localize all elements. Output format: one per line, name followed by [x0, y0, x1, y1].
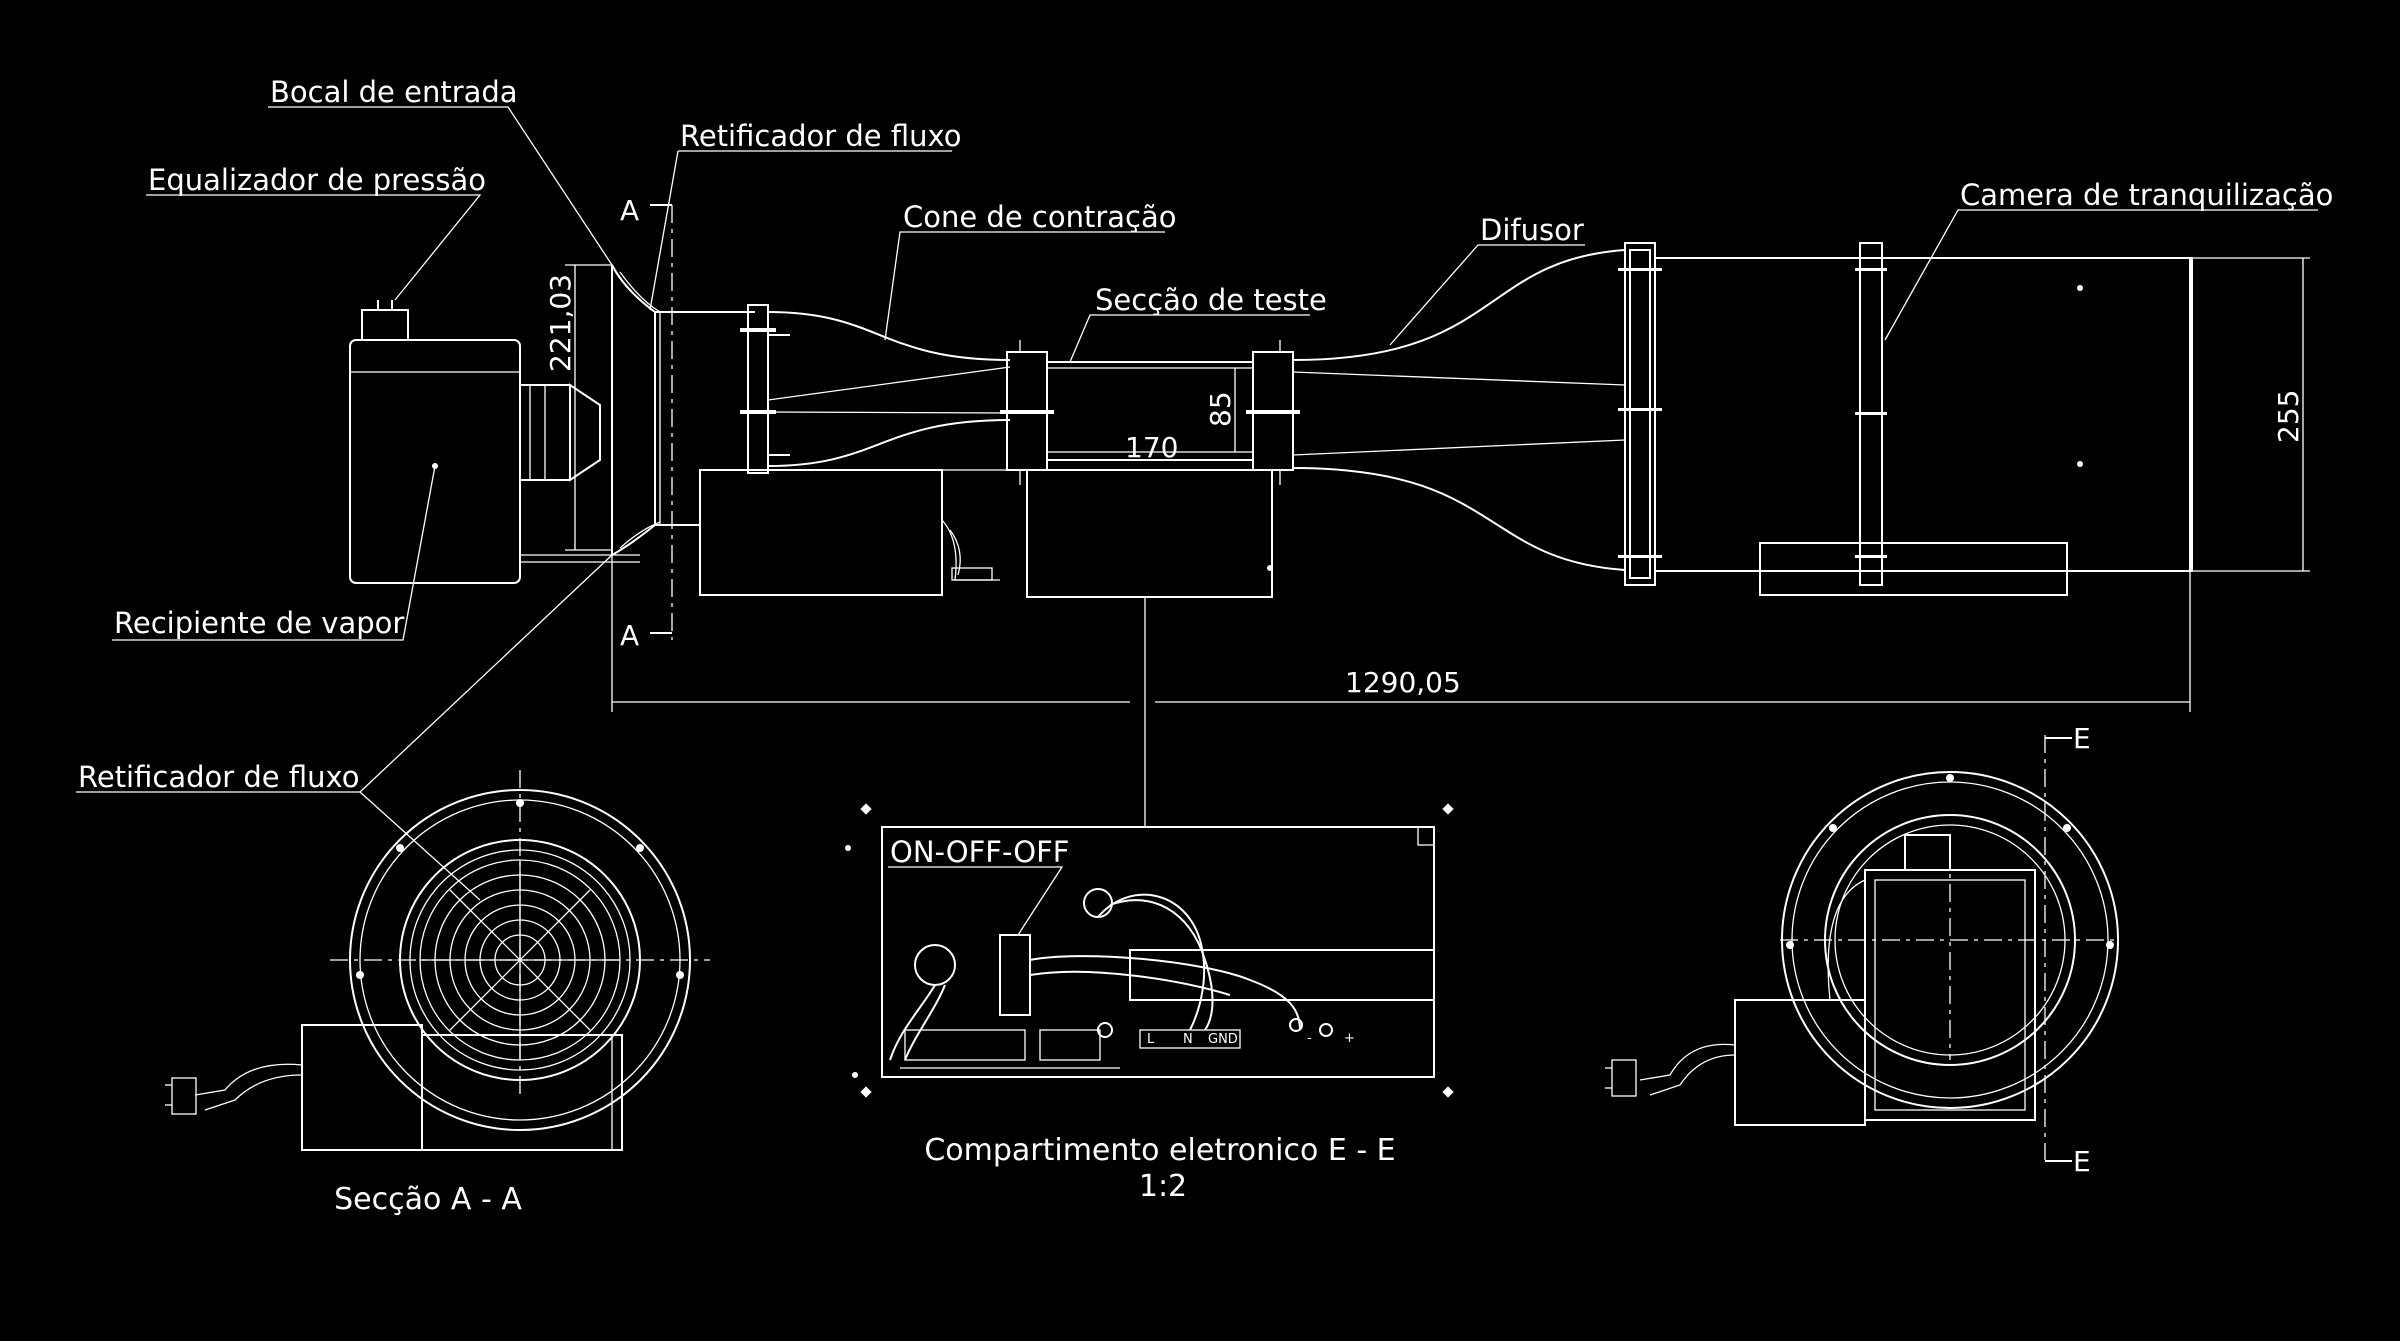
label-on-off: ON-OFF-OFF: [890, 835, 1069, 869]
section-line-a: A A: [620, 194, 673, 652]
contraction-cone: [767, 311, 1011, 467]
dim-255-label: 255: [2272, 390, 2305, 443]
dim-85-label: 85: [1204, 391, 1237, 427]
section-mark-e-bottom: E: [2073, 1145, 2091, 1178]
section-aa-view: Secção A - A: [165, 770, 710, 1217]
dim-221: 221,03: [544, 264, 612, 551]
inlet-nozzle: [611, 264, 755, 557]
label-seccao-teste: Secção de teste: [1095, 283, 1327, 317]
dim-170: 170: [1047, 431, 1253, 464]
dim-85: 85: [1204, 368, 1237, 452]
terminal-n: N: [1183, 1032, 1193, 1047]
label-retificador-bottom: Retificador de fluxo: [78, 760, 360, 794]
section-line-e: E E: [2044, 722, 2091, 1178]
caption-scale: 1:2: [1139, 1169, 1187, 1204]
honeycomb: [419, 859, 621, 1061]
straightener-flange: [740, 304, 790, 474]
side-view: A A 221,03 85 170 255: [349, 194, 2310, 712]
caption-section-aa: Secção A - A: [334, 1182, 522, 1217]
diffuser: [1292, 249, 1626, 571]
label-retificador-top: Retificador de fluxo: [680, 119, 962, 153]
dim-1290: 1290,05: [611, 555, 2191, 712]
label-bocal: Bocal de entrada: [270, 75, 518, 109]
settling-chamber: [1654, 242, 2193, 596]
section-mark-a-top: A: [620, 194, 639, 227]
label-recipiente: Recipiente de vapor: [114, 606, 404, 640]
steam-recipient: [349, 300, 640, 584]
label-difusor: Difusor: [1480, 213, 1584, 247]
compartment-view: ON-OFF-OFF L N GND - + Compartimento ele…: [845, 597, 1454, 1204]
dim-170-label: 170: [1125, 431, 1178, 464]
label-cone: Cone de contração: [903, 200, 1177, 234]
dim-221-label: 221,03: [544, 274, 577, 372]
electronics-boxes: [699, 469, 1273, 598]
label-equalizador: Equalizador de pressão: [148, 163, 486, 197]
terminal-minus: -: [1307, 1031, 1312, 1046]
dim-1290-label: 1290,05: [1345, 666, 1461, 699]
section-mark-e-top: E: [2073, 722, 2091, 755]
label-camera: Camera de tranquilização: [1960, 178, 2333, 212]
terminal-gnd: GND: [1208, 1032, 1238, 1047]
section-mark-a-bottom: A: [620, 619, 639, 652]
caption-compartment: Compartimento eletronico E - E: [924, 1133, 1395, 1168]
labels: Bocal de entrada Retificador de fluxo Eq…: [76, 75, 2333, 901]
corner-markers: [845, 803, 1454, 1098]
dim-255: 255: [2192, 257, 2310, 572]
terminal-plus: +: [1344, 1031, 1355, 1046]
terminal-l: L: [1147, 1032, 1155, 1047]
end-view: E E: [1605, 722, 2120, 1178]
